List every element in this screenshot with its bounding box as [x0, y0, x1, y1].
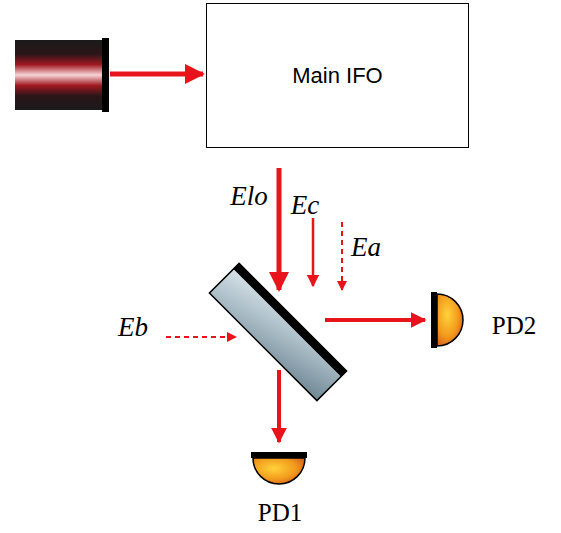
b-beam — [166, 336, 236, 338]
laser-source — [15, 38, 109, 112]
field-label: Eb — [118, 314, 148, 341]
photodetector-1 — [251, 452, 307, 484]
photodetector-2 — [431, 292, 463, 348]
output-beam-pd1 — [277, 370, 281, 442]
field-label: Ea — [351, 234, 381, 261]
lo-beam — [277, 168, 282, 290]
box-label: Main IFO — [292, 63, 382, 89]
detector-label: PD1 — [258, 500, 302, 525]
c-beam — [312, 218, 315, 286]
input-beam — [110, 72, 203, 77]
field-label: Ec — [291, 192, 319, 219]
field-label: Elo — [230, 183, 268, 210]
interferometer-box: Main IFO — [206, 3, 469, 148]
a-beam — [341, 222, 343, 290]
detector-label: PD2 — [492, 313, 536, 338]
output-beam-pd2 — [325, 318, 425, 322]
